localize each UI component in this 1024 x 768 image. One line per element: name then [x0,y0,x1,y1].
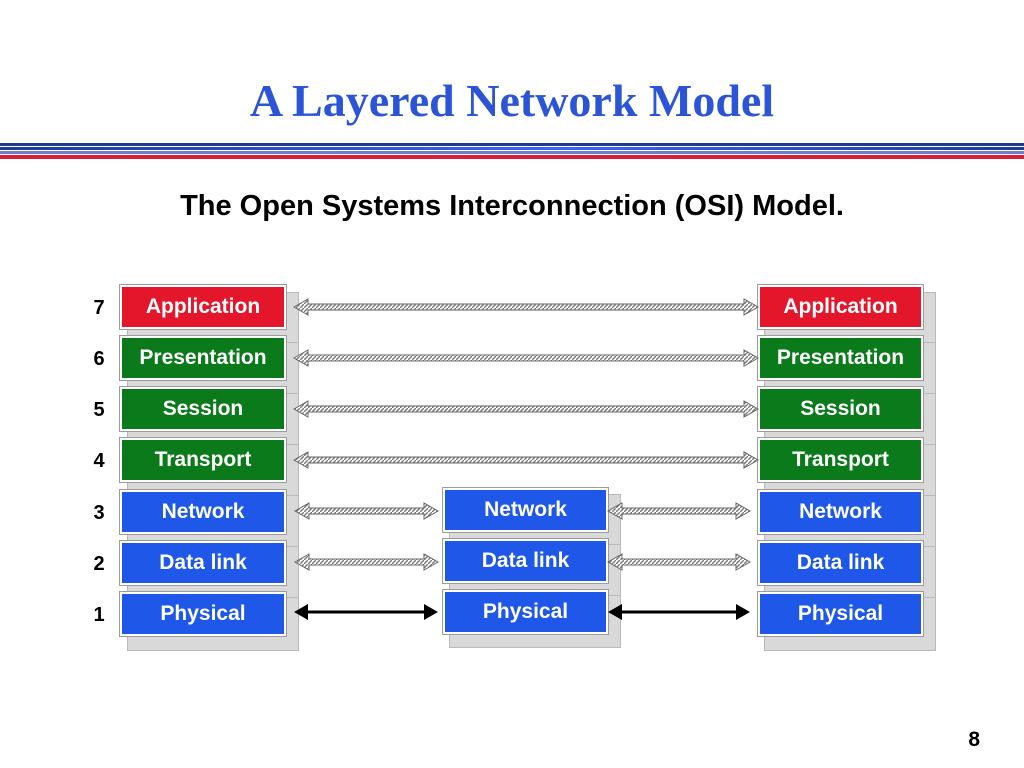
right-layer-application: Application [757,284,924,330]
slide-subtitle: The Open Systems Interconnection (OSI) M… [180,190,844,222]
left-layer-presentation: Presentation [119,335,287,381]
layer-number-1: 1 [93,604,105,626]
left-layer-application: Application [119,284,287,330]
peer-arrow-data-link-right [606,553,752,571]
left-layer-physical: Physical [119,591,287,637]
left-layer-session: Session [119,386,287,432]
peer-arrow-application [292,298,760,316]
slide-title: A Layered Network Model [249,75,775,126]
title-divider [0,143,1024,146]
layer-number-7: 7 [93,297,105,319]
peer-arrow-network-right [606,502,752,520]
layer-number-4: 4 [93,450,105,472]
peer-arrow-data-link-left [293,553,440,571]
layer-number-5: 5 [93,399,105,421]
peer-arrow-transport [292,451,760,469]
layer-number-3: 3 [93,502,105,524]
layer-number-6: 6 [93,348,105,370]
physical-link-right [608,604,750,620]
title-divider [0,151,1024,154]
peer-arrow-network-left [293,502,440,520]
right-layer-network: Network [757,489,924,535]
middle-layer-network: Network [442,487,609,533]
page-number: 8 [968,728,980,751]
right-layer-physical: Physical [757,591,924,637]
right-layer-data-link: Data link [757,540,924,586]
left-layer-network: Network [119,489,287,535]
title-divider [0,155,1024,159]
physical-link-left [294,604,438,620]
left-layer-data-link: Data link [119,540,287,586]
peer-arrow-presentation [292,349,760,367]
right-layer-presentation: Presentation [757,335,924,381]
right-layer-session: Session [757,386,924,432]
left-layer-transport: Transport [119,437,287,483]
layer-number-2: 2 [93,553,105,575]
peer-arrow-session [292,400,760,418]
title-divider [0,147,1024,150]
middle-layer-physical: Physical [442,589,609,635]
middle-layer-data-link: Data link [442,538,609,584]
